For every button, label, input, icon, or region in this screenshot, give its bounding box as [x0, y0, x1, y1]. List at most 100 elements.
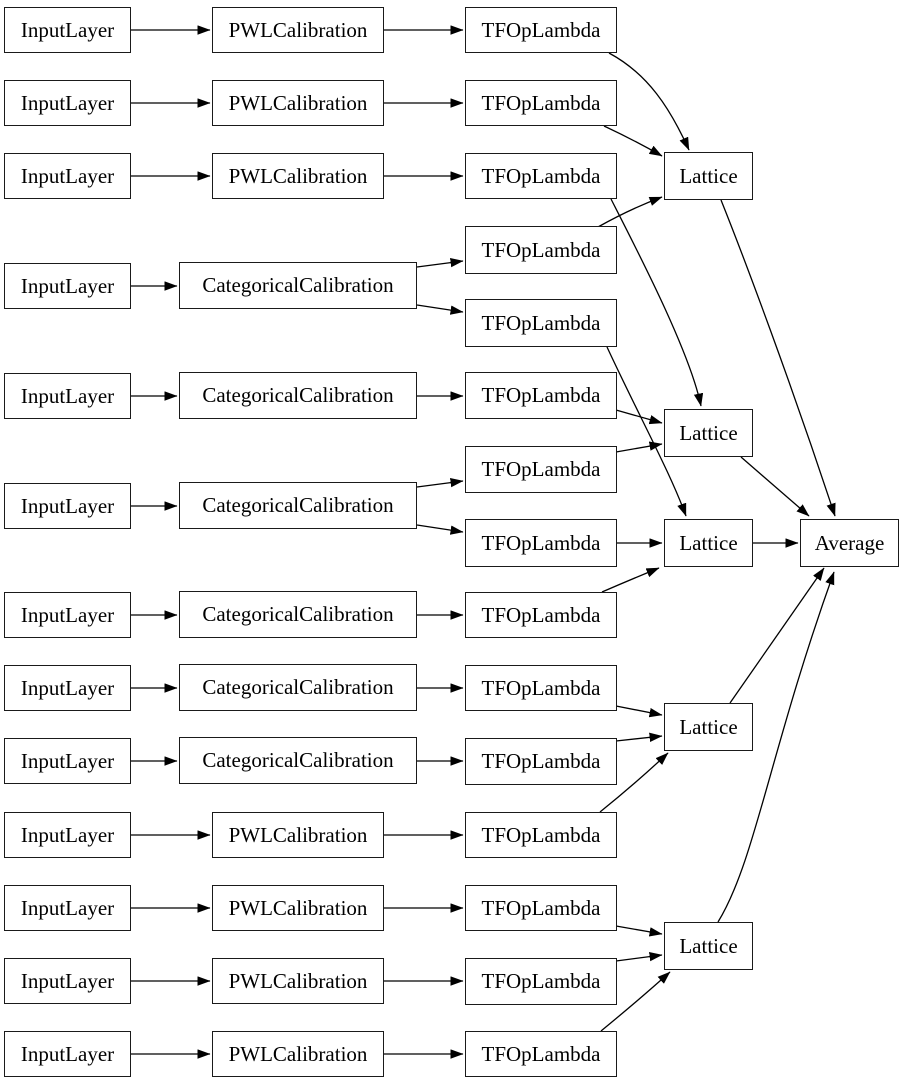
node-label: InputLayer	[20, 675, 115, 700]
node-il12: InputLayer	[4, 958, 131, 1004]
node-pwl5: PWLCalibration	[212, 885, 384, 931]
node-tfl7: TFOpLambda	[465, 446, 617, 493]
node-tfl13: TFOpLambda	[465, 885, 617, 931]
node-il2: InputLayer	[4, 80, 131, 126]
node-tfl11: TFOpLambda	[465, 738, 617, 785]
node-label: InputLayer	[20, 90, 115, 115]
node-label: TFOpLambda	[481, 1041, 601, 1066]
node-pwl2: PWLCalibration	[212, 80, 384, 126]
edge-lat1-avg	[720, 199, 836, 517]
node-label: Lattice	[679, 163, 738, 188]
edge-tfl1-lat1	[608, 52, 690, 151]
node-avg: Average	[800, 519, 899, 567]
node-label: InputLayer	[20, 968, 115, 993]
node-label: PWLCalibration	[228, 1041, 368, 1066]
node-label: TFOpLambda	[481, 822, 601, 847]
node-il10: InputLayer	[4, 812, 131, 858]
node-tfl5: TFOpLambda	[465, 299, 617, 347]
edge-lat4-avg	[729, 567, 825, 704]
node-tfl12: TFOpLambda	[465, 812, 617, 858]
node-il11: InputLayer	[4, 885, 131, 931]
node-lat2: Lattice	[664, 409, 753, 457]
node-label: InputLayer	[20, 493, 115, 518]
node-label: TFOpLambda	[481, 90, 601, 115]
node-label: CategoricalCalibration	[202, 675, 394, 699]
edge-cat3-tfl7	[416, 477, 464, 488]
node-cat2: CategoricalCalibration	[179, 372, 417, 419]
edge-tfl9-lat3	[601, 567, 660, 593]
node-il6: InputLayer	[4, 483, 131, 529]
node-cat1: CategoricalCalibration	[179, 262, 417, 309]
node-il3: InputLayer	[4, 153, 131, 199]
node-label: PWLCalibration	[228, 822, 368, 847]
node-label: TFOpLambda	[481, 602, 601, 627]
node-label: TFOpLambda	[481, 675, 601, 700]
node-lat5: Lattice	[664, 922, 753, 970]
node-label: PWLCalibration	[228, 17, 368, 42]
node-pwl1: PWLCalibration	[212, 7, 384, 53]
node-lat3: Lattice	[664, 519, 753, 567]
node-label: TFOpLambda	[481, 749, 601, 773]
edge-cat3-tfl8	[416, 524, 464, 535]
edge-tfl12-lat4	[599, 752, 669, 813]
node-tfl10: TFOpLambda	[465, 665, 617, 711]
node-tfl3: TFOpLambda	[465, 153, 617, 199]
node-label: TFOpLambda	[481, 969, 601, 993]
node-tfl8: TFOpLambda	[465, 519, 617, 567]
node-label: InputLayer	[20, 822, 115, 847]
node-il7: InputLayer	[4, 592, 131, 638]
node-label: PWLCalibration	[228, 90, 368, 115]
edge-tfl10-lat4	[615, 705, 663, 718]
node-label: PWLCalibration	[228, 968, 368, 993]
node-label: InputLayer	[20, 17, 115, 42]
edge-tfl5-lat3	[606, 346, 687, 517]
node-tfl2: TFOpLambda	[465, 80, 617, 126]
edge-tfl4-lat1	[597, 196, 663, 228]
node-cat6: CategoricalCalibration	[179, 737, 417, 784]
node-label: InputLayer	[20, 163, 115, 188]
edge-tfl2-lat1	[603, 125, 663, 157]
node-label: TFOpLambda	[481, 310, 601, 335]
node-label: CategoricalCalibration	[202, 273, 394, 297]
node-label: Lattice	[679, 714, 738, 739]
node-cat3: CategoricalCalibration	[179, 482, 417, 529]
node-lat4: Lattice	[664, 703, 753, 751]
node-il1: InputLayer	[4, 7, 131, 53]
node-label: Average	[814, 530, 885, 555]
node-il8: InputLayer	[4, 665, 131, 711]
node-label: InputLayer	[20, 748, 115, 773]
node-pwl6: PWLCalibration	[212, 958, 384, 1004]
edge-tfl6-lat2	[615, 409, 663, 425]
edge-tfl14-lat5	[615, 951, 663, 962]
node-label: TFOpLambda	[481, 17, 601, 42]
edge-tfl3-lat2	[610, 198, 704, 407]
node-label: TFOpLambda	[481, 895, 601, 920]
node-label: CategoricalCalibration	[202, 602, 394, 626]
node-il13: InputLayer	[4, 1031, 131, 1077]
node-label: InputLayer	[20, 602, 115, 627]
edge-lat2-avg	[740, 456, 810, 517]
node-label: TFOpLambda	[481, 237, 601, 262]
edge-lat5-avg	[717, 571, 835, 923]
edge-cat1-tfl5	[416, 304, 464, 315]
edge-tfl11-lat4	[615, 732, 663, 743]
node-label: Lattice	[679, 420, 738, 445]
node-lat1: Lattice	[664, 152, 753, 200]
node-label: PWLCalibration	[228, 895, 368, 920]
node-label: InputLayer	[20, 895, 115, 920]
node-tfl6: TFOpLambda	[465, 372, 617, 419]
node-pwl3: PWLCalibration	[212, 153, 384, 199]
node-label: PWLCalibration	[228, 163, 368, 188]
node-label: TFOpLambda	[481, 383, 601, 407]
node-il4: InputLayer	[4, 263, 131, 309]
node-cat5: CategoricalCalibration	[179, 664, 417, 711]
node-pwl4: PWLCalibration	[212, 812, 384, 858]
node-pwl7: PWLCalibration	[212, 1031, 384, 1077]
node-label: Lattice	[679, 530, 738, 555]
node-tfl9: TFOpLambda	[465, 592, 617, 638]
node-tfl4: TFOpLambda	[465, 226, 617, 274]
node-label: InputLayer	[20, 383, 115, 408]
node-il9: InputLayer	[4, 738, 131, 784]
